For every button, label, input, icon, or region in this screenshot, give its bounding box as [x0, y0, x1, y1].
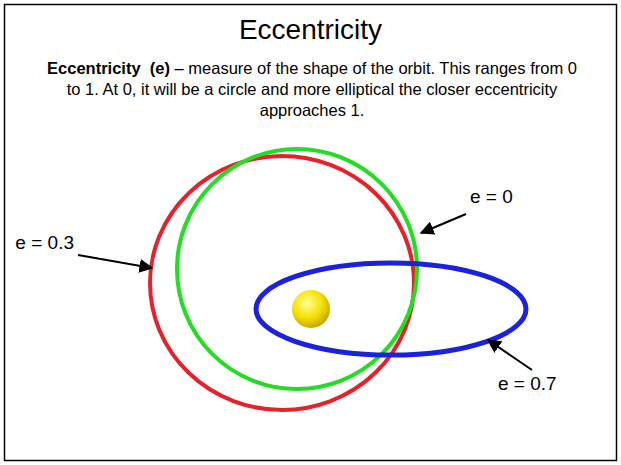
- eccentricity-label: e = 0: [470, 186, 513, 208]
- leader-line: [488, 340, 532, 370]
- eccentricity-label: e = 0.3: [15, 232, 74, 254]
- term: Eccentricity (e): [47, 59, 170, 77]
- leader-line: [78, 255, 152, 268]
- slide-border: [5, 5, 617, 461]
- slide-title: Eccentricity: [0, 14, 621, 46]
- orbit-blue: [256, 263, 526, 355]
- eccentricity-label: e = 0.7: [498, 373, 557, 395]
- sun: [292, 290, 330, 328]
- definition-text: Eccentricity (e) – measure of the shape …: [38, 58, 586, 121]
- leader-line: [421, 214, 466, 233]
